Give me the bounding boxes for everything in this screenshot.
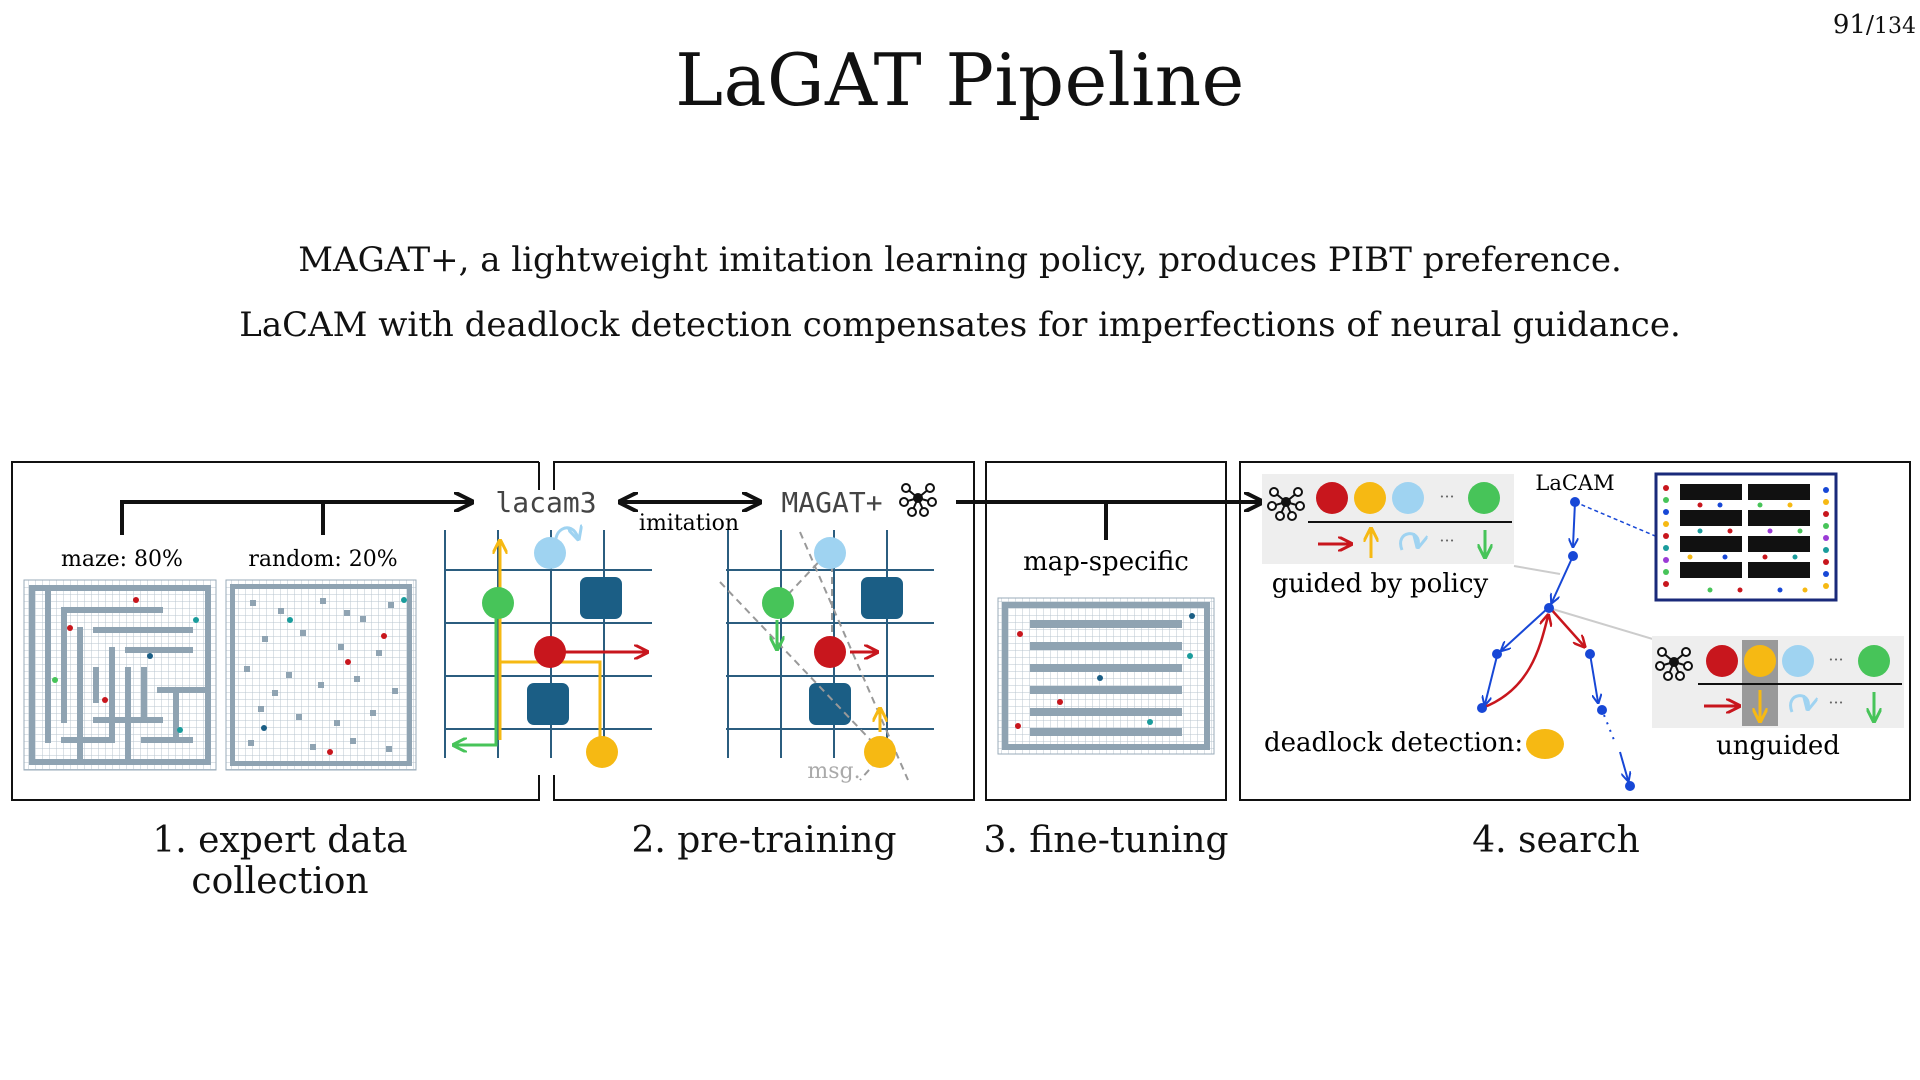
guided-agent-lightblue xyxy=(1392,482,1424,514)
guided-agent-yellow xyxy=(1354,482,1386,514)
subtitle-line-1: MAGAT+, a lightweight imitation learning… xyxy=(298,240,1622,280)
page-total: 134 xyxy=(1874,14,1916,39)
unguided-ellipsis-top: ··· xyxy=(1828,650,1843,669)
lacam-label: LaCAM xyxy=(1535,471,1614,495)
panel-4-border xyxy=(1239,461,1911,801)
unguided-agent-lightblue xyxy=(1782,645,1814,677)
guided-agent-red xyxy=(1316,482,1348,514)
subtitle-line-2: LaCAM with deadlock detection compensate… xyxy=(239,305,1681,345)
panel-1-border xyxy=(11,461,540,801)
msg-label: msg. xyxy=(807,759,860,784)
deadlock-label: deadlock detection: xyxy=(1264,728,1523,758)
random-label: random: 20% xyxy=(248,547,397,572)
maze-label: maze: 80% xyxy=(61,547,183,572)
panel-3-border xyxy=(985,461,1227,801)
guided-ellipsis-top: ··· xyxy=(1439,487,1454,506)
page-number: 91/134 xyxy=(1832,10,1916,40)
panel-2-border xyxy=(553,461,975,801)
map-specific-label: map-specific xyxy=(1023,547,1189,577)
unguided-agent-green xyxy=(1858,645,1890,677)
guided-ellipsis-bottom: ··· xyxy=(1439,531,1454,550)
random-map xyxy=(225,579,417,771)
unguided-agent-red xyxy=(1706,645,1738,677)
stage-label-4: 4. search xyxy=(1472,820,1640,861)
deadlock-agent-yellow xyxy=(1526,729,1564,759)
imitation-label: imitation xyxy=(639,511,739,536)
stage-label-1: 1. expert data collection xyxy=(152,820,408,902)
guided-label: guided by policy xyxy=(1272,569,1489,599)
guided-action-stay xyxy=(1399,532,1419,551)
pretraining-grid xyxy=(719,530,934,781)
stage-label-2: 2. pre-training xyxy=(631,820,897,861)
unguided-label: unguided xyxy=(1716,731,1840,761)
lacam3-label: lacam3 xyxy=(495,486,596,519)
configuration-thumbnail xyxy=(1654,472,1838,602)
search-tree xyxy=(1477,497,1661,791)
stage-label-3: 3. fine-tuning xyxy=(983,820,1229,861)
page-current: 91 xyxy=(1832,10,1866,40)
expert-grid xyxy=(444,528,652,768)
neural-network-icon xyxy=(899,483,937,517)
warehouse-map xyxy=(997,597,1215,755)
data-mix-bracket xyxy=(120,502,470,535)
unguided-ellipsis-bottom: ··· xyxy=(1828,693,1843,712)
pipeline-diagram: maze: 80% random: 20% xyxy=(11,461,1911,801)
unguided-action-stay xyxy=(1789,694,1809,713)
magat-label: MAGAT+ xyxy=(781,486,882,519)
slide-title: LaGAT Pipeline xyxy=(675,38,1245,122)
unguided-agent-yellow xyxy=(1744,645,1776,677)
guided-agent-green xyxy=(1468,482,1500,514)
maze-map xyxy=(23,579,217,771)
